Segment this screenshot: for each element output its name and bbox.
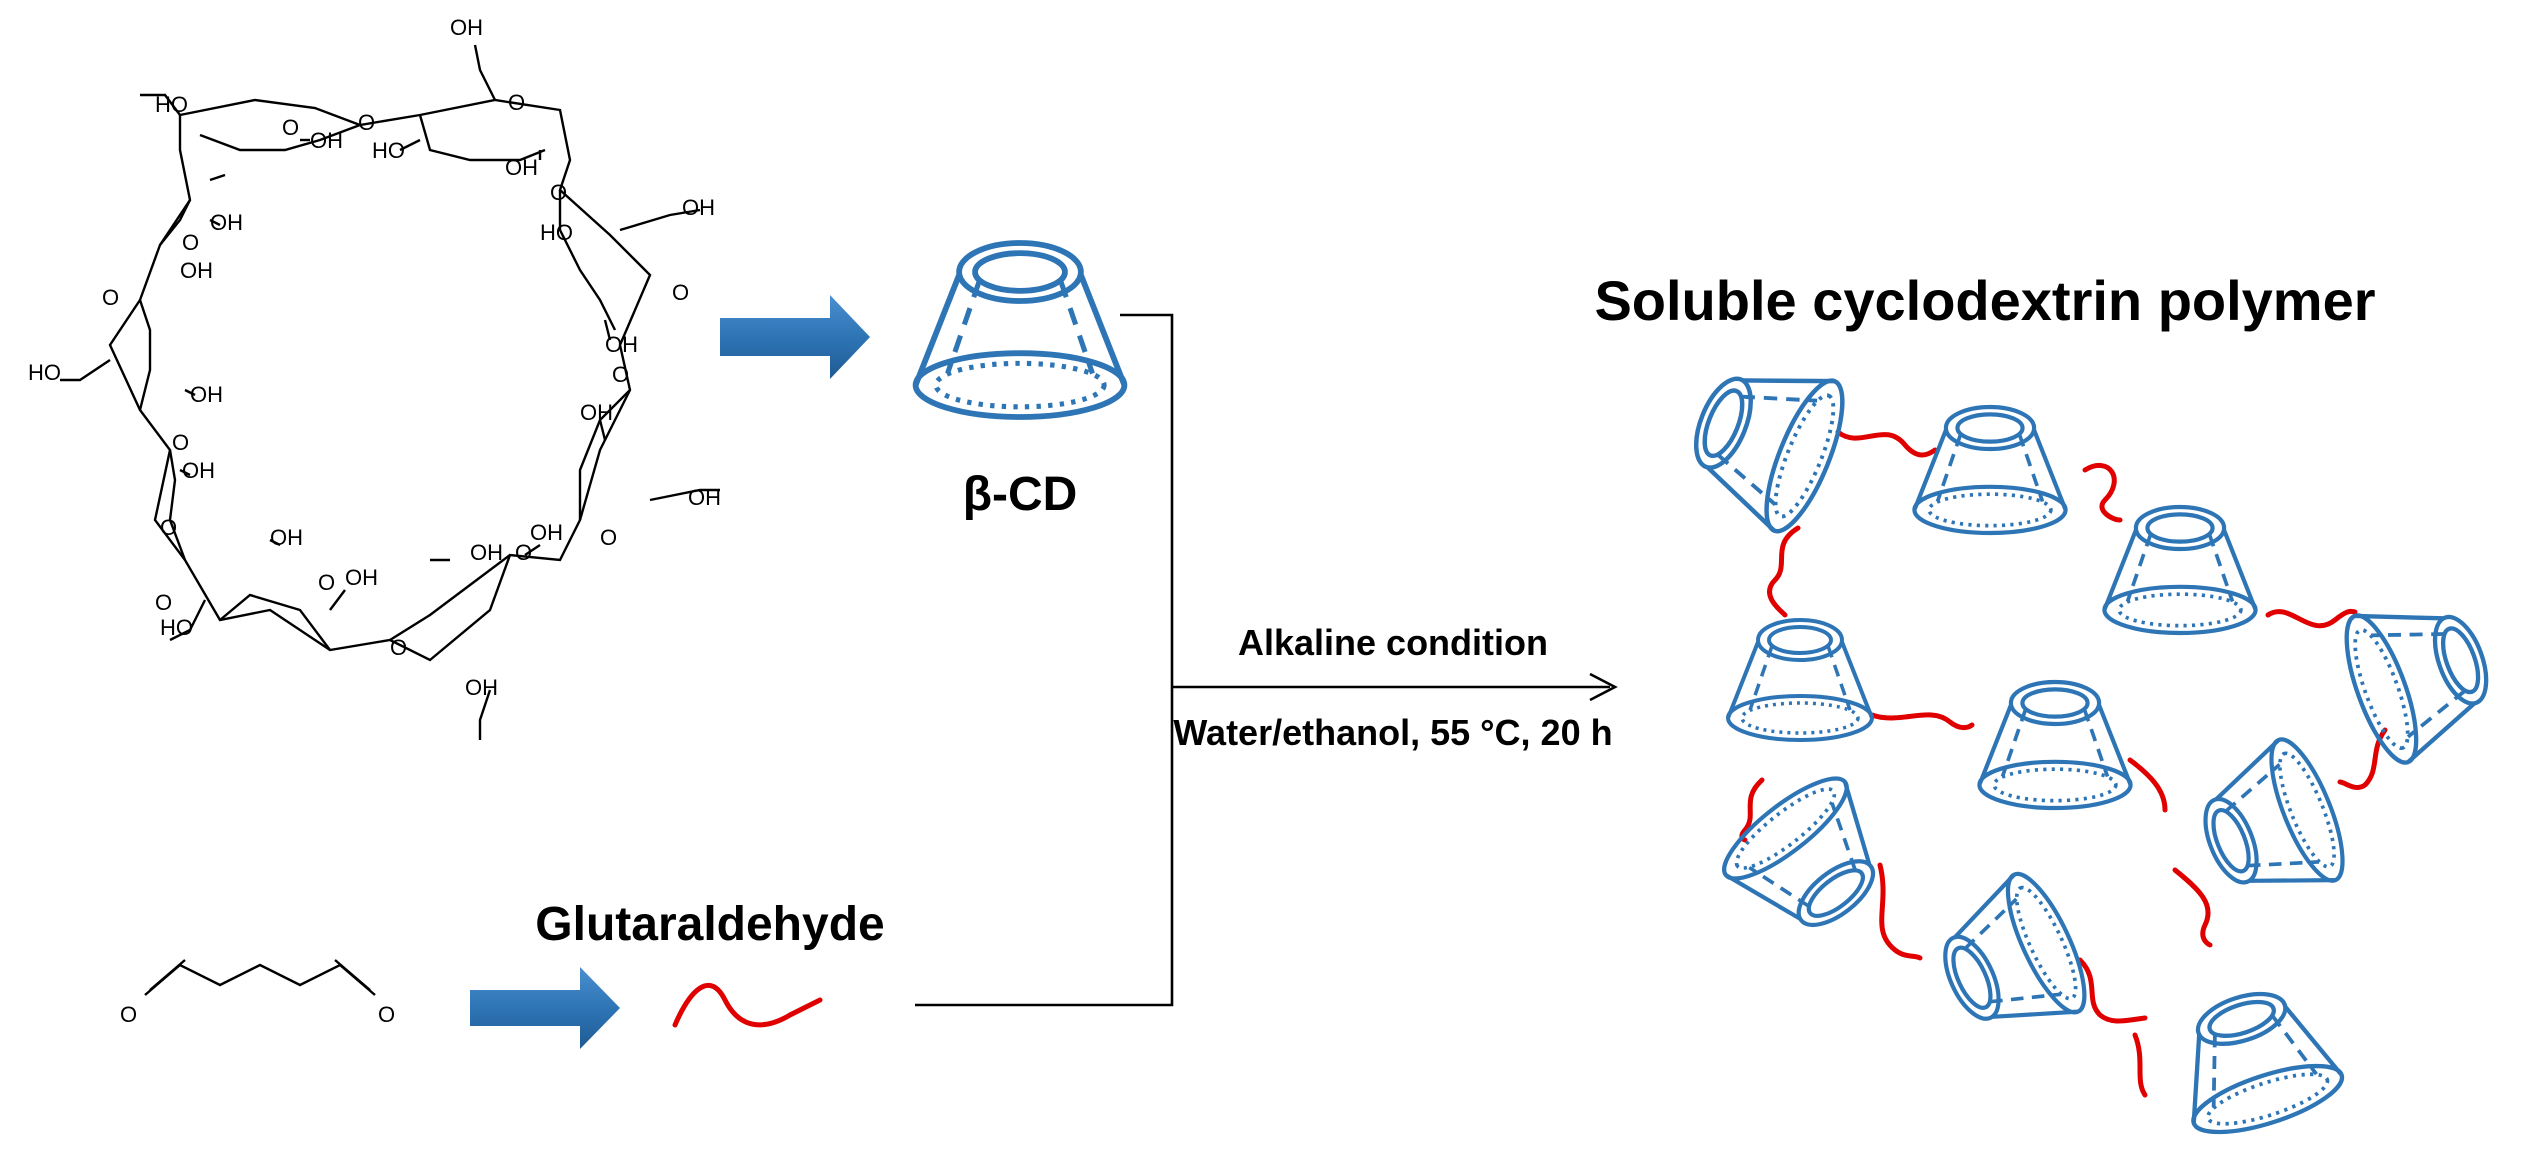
atom-label: OH bbox=[530, 520, 563, 545]
polymer-linker bbox=[2132, 1032, 2148, 1098]
atom-label: OH bbox=[270, 525, 303, 550]
atom-label: HO bbox=[372, 138, 405, 163]
polymer-linker bbox=[2172, 867, 2213, 948]
atom-label: OH bbox=[345, 565, 378, 590]
polymer-cd-unit bbox=[2333, 580, 2508, 770]
atom-label: OH bbox=[450, 15, 483, 40]
polymer-network bbox=[1672, 340, 2507, 1146]
reaction-bracket bbox=[915, 313, 1618, 1007]
atom-label: O bbox=[600, 525, 617, 550]
atom-label: O bbox=[550, 180, 567, 205]
atom-label: O bbox=[508, 90, 525, 115]
polymer-title: Soluble cyclodextrin polymer bbox=[1594, 269, 2375, 332]
glutaraldehyde-linker-icon bbox=[672, 983, 823, 1028]
atom-label: OH bbox=[688, 485, 721, 510]
polymer-linker bbox=[1767, 525, 1801, 618]
atom-label: O bbox=[155, 590, 172, 615]
atom-label: HO bbox=[540, 220, 573, 245]
atom-label: O bbox=[182, 230, 199, 255]
atom-label: OH bbox=[505, 155, 538, 180]
reaction-condition-solvent: Water/ethanol, 55 °C, 20 h bbox=[1173, 712, 1612, 753]
atom-label: O bbox=[612, 362, 629, 387]
beta-cyclodextrin-structure: OH HO OH HO O O O OH O OH HO O OH O OH O… bbox=[28, 15, 721, 740]
polymer-linker bbox=[2337, 727, 2388, 790]
atom-label: HO bbox=[155, 92, 188, 117]
atom-label: O bbox=[358, 110, 375, 135]
polymer-cd-unit bbox=[1712, 764, 1909, 956]
atom-label: OH bbox=[470, 540, 503, 565]
polymer-cd-unit bbox=[1726, 618, 1874, 742]
atom-label: O bbox=[672, 280, 689, 305]
polymer-cd-unit bbox=[1979, 682, 2130, 808]
polymer-cd-unit bbox=[1672, 340, 1857, 540]
polymer-linker bbox=[2265, 608, 2358, 629]
atom-label: HO bbox=[160, 615, 193, 640]
polymer-linker bbox=[2127, 757, 2168, 813]
atom-label: O bbox=[378, 1002, 395, 1027]
polymer-linker bbox=[2077, 957, 2148, 1024]
atom-label: O bbox=[318, 570, 335, 595]
polymer-linker bbox=[1877, 862, 1923, 961]
polymer-cd-unit bbox=[1914, 407, 2065, 533]
atom-label: OH bbox=[605, 332, 638, 357]
polymer-linker bbox=[1739, 777, 1765, 843]
glutaraldehyde-label: Glutaraldehyde bbox=[535, 898, 884, 951]
polymer-cd-unit bbox=[2183, 731, 2356, 918]
atom-label: O bbox=[282, 115, 299, 140]
arrow-glutaraldehyde-to-linker bbox=[470, 967, 620, 1049]
atom-label: OH bbox=[210, 210, 243, 235]
atom-label: HO bbox=[28, 360, 61, 385]
atom-label: OH bbox=[180, 258, 213, 283]
atom-label: OH bbox=[682, 195, 715, 220]
glutaraldehyde-structure: O O bbox=[120, 959, 395, 1027]
beta-cd-label: β-CD bbox=[963, 468, 1078, 521]
cyclodextrin-bonds bbox=[60, 44, 720, 740]
polymer-cd-unit bbox=[1921, 865, 2099, 1055]
reaction-condition-alkaline: Alkaline condition bbox=[1238, 622, 1548, 663]
atom-label: OH bbox=[190, 382, 223, 407]
polymer-linker bbox=[2082, 462, 2123, 523]
atom-label: O bbox=[172, 430, 189, 455]
atom-label: OH bbox=[465, 675, 498, 700]
cyclodextrin-atom-labels: OH HO OH HO O O O OH O OH HO O OH O OH O… bbox=[28, 15, 721, 700]
beta-cd-icon bbox=[916, 243, 1125, 417]
atom-label: O bbox=[390, 635, 407, 660]
atom-label: OH bbox=[580, 400, 613, 425]
atom-label: O bbox=[102, 285, 119, 310]
atom-label: O bbox=[515, 540, 532, 565]
arrow-structure-to-cd bbox=[720, 295, 870, 379]
polymer-cd-unit bbox=[2104, 507, 2255, 633]
atom-label: OH bbox=[182, 458, 215, 483]
polymer-linker bbox=[1869, 712, 1975, 731]
atom-label: O bbox=[120, 1002, 137, 1027]
polymer-linker bbox=[1835, 429, 1938, 458]
atom-label: O bbox=[160, 515, 177, 540]
atom-label: OH bbox=[310, 128, 343, 153]
polymer-cd-unit bbox=[2161, 974, 2349, 1145]
